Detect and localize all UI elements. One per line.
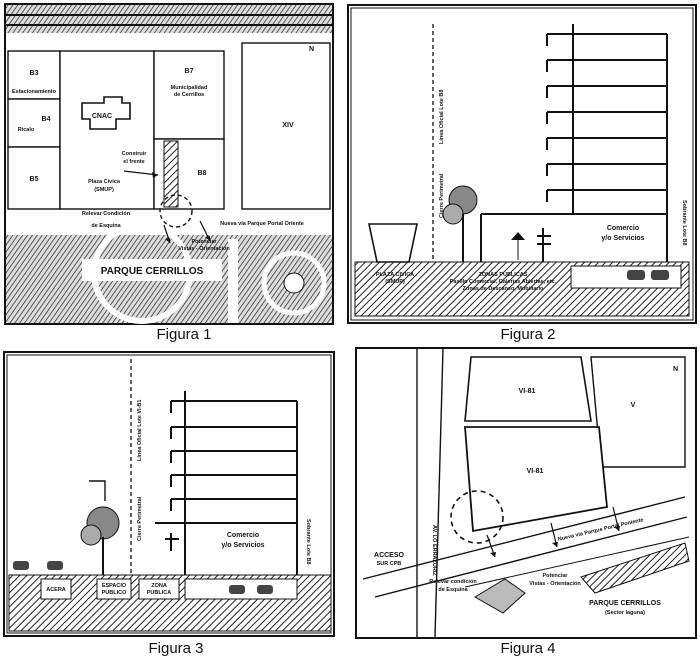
figure-2-panel: Comercio y/o Servicios PLAZA CIVICA (SMU…: [347, 4, 697, 324]
figure-1-plan: B3 Estacionamiento B4 Ricalo B5 CNAC B7 …: [4, 3, 334, 325]
relevar-label-2: de Esquina: [91, 223, 121, 229]
relevar-label-2: de Esquina: [438, 587, 468, 593]
block-b3-sublabel: Estacionamiento: [12, 89, 57, 95]
nueva-via-label: Nueva vía Parque Portal Oriente: [220, 221, 304, 227]
vi81-label: VI-81: [527, 468, 544, 475]
block-b7-sublabel-1: Municipalidad: [171, 85, 208, 91]
plaza-civica-label-1: Plaza Cívica: [88, 179, 121, 185]
linea-oficial-label: Línea Oficial Lote VI-B1: [137, 400, 143, 461]
espacio-label-1: ESPACIO: [102, 583, 127, 589]
acceso-label-1: ACCESO: [374, 552, 405, 559]
zonas-publicas-sub-2: Zonas de Descanso, Mobiliario: [463, 286, 544, 292]
sector-laguna-label: (Sector laguna): [605, 610, 645, 616]
cierre-perimetral-label: Cierre Perimetral: [439, 173, 445, 218]
avenida-label: AV. LO ERRAZURIZ: [431, 525, 437, 576]
cierre-perimetral-label: Cierre Perimetral: [137, 496, 143, 541]
block-b5-label: B5: [30, 176, 39, 183]
espacio-label-2: PUBLICO: [102, 590, 127, 596]
linea-oficial-label: Línea Oficial Lote B8: [439, 90, 445, 144]
acceso-label-2: SUR CPB: [377, 561, 402, 567]
zonas-publicas-label: ZONAS PUBLICAS: [479, 272, 528, 278]
block-b8-label: B8: [198, 170, 207, 177]
figure-2-caption: Figura 2: [500, 326, 556, 343]
comercio-label-2: y/o Servicios: [601, 235, 644, 242]
comercio-label-2: y/o Servicios: [221, 542, 264, 549]
potenciar-label-1: Potenciar: [191, 239, 217, 245]
parque-cerrillos-label: PARQUE CERRILLOS: [589, 600, 661, 607]
potenciar-label-2: Vistas - Orientación: [529, 581, 581, 587]
figure-4-plan: VI-81 V VI-81 AV. LO ERRAZURIZ ACCESO SU…: [355, 347, 697, 639]
construir-label-1: Construir: [122, 151, 148, 157]
north-arrow: N: [309, 46, 314, 53]
figure-4-panel: VI-81 V VI-81 AV. LO ERRAZURIZ ACCESO SU…: [355, 347, 697, 639]
block-b4-sublabel: Ricalo: [18, 127, 35, 133]
comercio-label-1: Comercio: [227, 532, 259, 539]
figure-2-section: Comercio y/o Servicios PLAZA CIVICA (SMU…: [347, 4, 697, 324]
north-arrow: N: [673, 366, 678, 373]
zona-publica-label-2: PUBLICA: [147, 590, 171, 596]
block-b7-sublabel-2: de Cerrillos: [174, 92, 204, 98]
potenciar-label-2: Vistas - Orientación: [178, 246, 230, 252]
block-xiv-label: XIV: [282, 122, 294, 129]
parque-cerrillos-label: PARQUE CERRILLOS: [101, 266, 204, 277]
plaza-civica-label-2: (SMUP): [94, 187, 114, 193]
plaza-smup-label: (SMUP): [385, 279, 405, 285]
sobrante-label: Sobrante Lote B8: [681, 200, 687, 246]
construir-label-2: el frente: [123, 159, 144, 165]
figure-3-caption: Figura 3: [148, 640, 204, 657]
block-v-label: V: [631, 402, 636, 409]
sobrante-label: Sobrante Lote B8: [305, 519, 311, 565]
acera-label: ACERA: [46, 587, 66, 593]
zona-publica-label-1: ZONA: [151, 583, 167, 589]
relevar-label-1: Relevar condición: [429, 579, 477, 585]
figure-3-panel: Comercio y/o Servicios ACERA ESPACIO PUB…: [3, 351, 335, 637]
figure-3-section: Comercio y/o Servicios ACERA ESPACIO PUB…: [3, 351, 335, 637]
figure-1-caption: Figura 1: [156, 326, 212, 343]
plaza-civica-label: PLAZA CIVICA: [376, 272, 414, 278]
cnac-label: CNAC: [92, 113, 112, 120]
block-b4-label: B4: [42, 116, 51, 123]
comercio-label-1: Comercio: [607, 225, 639, 232]
figure-1-panel: B3 Estacionamiento B4 Ricalo B5 CNAC B7 …: [4, 3, 334, 325]
potenciar-label-1: Potenciar: [542, 573, 568, 579]
block-b7-label: B7: [185, 68, 194, 75]
zonas-publicas-sub-1: Pasillo Comercial, Galerías Abiertas, et…: [450, 279, 557, 285]
vi81-top-label: VI-81: [519, 388, 536, 395]
block-b3-label: B3: [30, 70, 39, 77]
relevar-label-1: Relevar Condición: [82, 211, 131, 217]
figure-4-caption: Figura 4: [500, 640, 556, 657]
